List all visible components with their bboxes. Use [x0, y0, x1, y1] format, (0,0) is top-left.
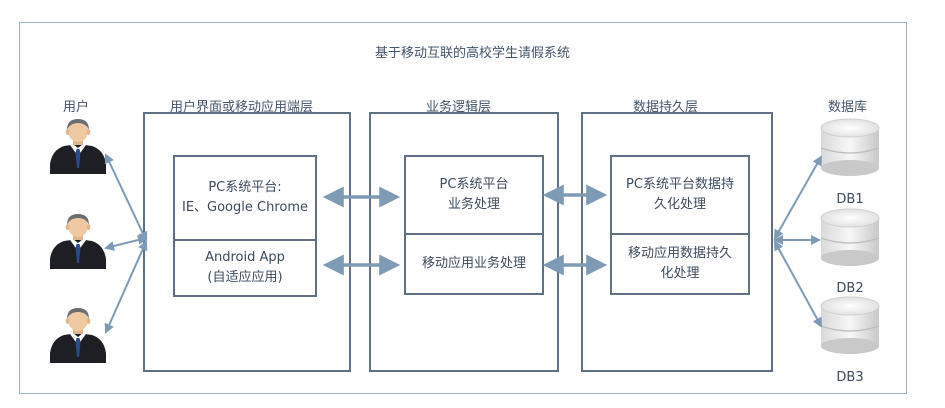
db1-arrow — [774, 155, 822, 240]
ui-android-line2: (自适应应用) — [207, 270, 283, 285]
db2-label: DB2 — [836, 281, 864, 296]
logic-mobile-box: 移动应用业务处理 — [404, 233, 544, 295]
database-heading: 数据库 — [828, 100, 868, 115]
db3-icon — [820, 296, 880, 355]
persistence-pc-line1: PC系统平台数据持 — [626, 177, 734, 192]
db1-icon — [820, 118, 880, 177]
logic-pc-line1: PC系统平台 — [439, 177, 509, 192]
persistence-pc-line2: 久化处理 — [653, 197, 706, 212]
persistence-pc-box: PC系统平台数据持 久化处理 — [610, 155, 750, 235]
diagram-title: 基于移动互联的高校学生请假系统 — [374, 46, 570, 61]
user-icon-2 — [50, 214, 106, 269]
persistence-mobile-line2: 化处理 — [660, 266, 700, 281]
ui-pc-platform-box: PC系统平台: IE、Google Chrome — [173, 155, 317, 241]
logic-pc-line2: 业务处理 — [447, 197, 500, 212]
user3-arrow — [104, 240, 148, 334]
ui-pc-line1: PC系统平台: — [208, 180, 282, 195]
ui-layer-heading: 用户界面或移动应用端层 — [170, 100, 314, 115]
logic-pc-box: PC系统平台 业务处理 — [404, 155, 544, 235]
logic-layer-heading: 业务逻辑层 — [426, 100, 492, 115]
users-heading: 用户 — [63, 100, 90, 115]
db3-arrow — [774, 240, 822, 328]
db2-icon — [820, 208, 880, 267]
persistence-layer-heading: 数据持久层 — [633, 100, 699, 115]
db1-label: DB1 — [836, 192, 864, 207]
logic-mobile-label: 移动应用业务处理 — [421, 256, 526, 271]
user2-arrow — [104, 235, 148, 251]
db3-label: DB3 — [836, 370, 864, 385]
user-icon-3 — [50, 308, 106, 363]
persistence-mobile-line1: 移动应用数据持久 — [627, 246, 732, 261]
persistence-mobile-box: 移动应用数据持久 化处理 — [610, 233, 750, 295]
diagram-frame — [19, 22, 907, 394]
ui-android-line1: Android App — [205, 250, 285, 265]
ui-android-app-box: Android App (自适应应用) — [173, 239, 317, 297]
user1-arrow — [104, 153, 148, 242]
user-icon-1 — [50, 119, 106, 174]
ui-pc-line2: IE、Google Chrome — [181, 200, 308, 215]
